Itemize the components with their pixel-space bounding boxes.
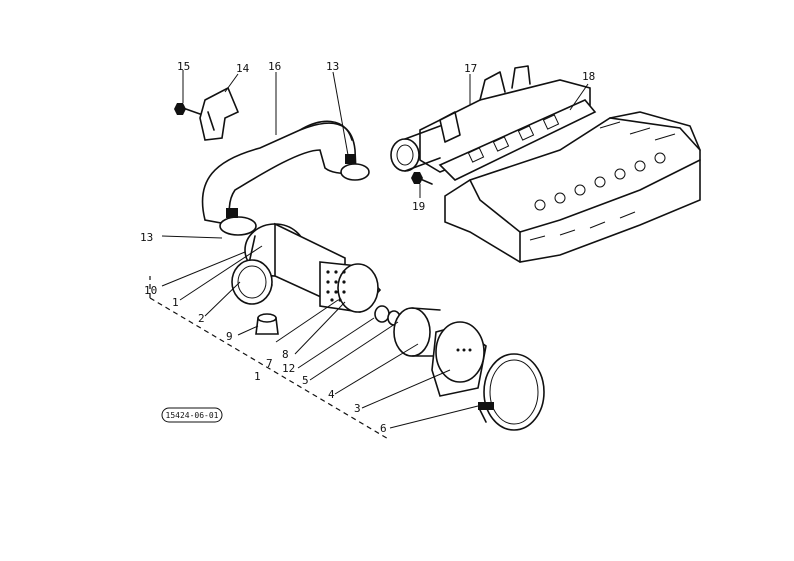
reference-badge: 15424-06-01	[161, 407, 223, 423]
label-19: 19	[412, 200, 425, 213]
label-12: 12	[282, 362, 295, 375]
label-14: 14	[236, 62, 250, 75]
air-intake-hose	[201, 120, 357, 227]
leader-lines	[161, 70, 589, 429]
mounting-bracket	[199, 86, 240, 141]
label-9: 9	[226, 330, 233, 343]
label-1-lower: 1	[254, 370, 261, 383]
assembly-outline	[149, 276, 391, 441]
label-16: 16	[268, 60, 281, 73]
label-7: 7	[266, 357, 273, 370]
label-1-upper: 1	[172, 296, 179, 309]
part-labels: 15 14 16 13 17 18 19 13 10 1 2 9 8 7 12 …	[140, 60, 595, 435]
label-6: 6	[380, 422, 387, 435]
reference-code: 15424-06-01	[166, 411, 219, 420]
label-13-lower: 13	[140, 231, 153, 244]
label-18: 18	[582, 70, 595, 83]
dust-cup	[393, 307, 441, 357]
manifold-gasket	[438, 99, 597, 181]
bolt-15	[174, 103, 201, 115]
label-3: 3	[354, 402, 361, 415]
filter-element	[319, 261, 382, 313]
bolt-19	[411, 172, 433, 185]
band-clamp	[478, 353, 545, 431]
intake-manifold	[390, 65, 591, 173]
valve-9	[255, 313, 279, 335]
label-15: 15	[177, 60, 190, 73]
label-4: 4	[328, 388, 335, 401]
label-2: 2	[198, 312, 205, 325]
hose-clamp-lower	[219, 208, 257, 236]
label-17: 17	[464, 62, 477, 75]
hose-clamp-upper	[340, 154, 370, 181]
label-5: 5	[302, 374, 309, 387]
label-10: 10	[144, 284, 157, 297]
engine-block	[444, 111, 701, 263]
label-8: 8	[282, 348, 289, 361]
end-cover	[431, 321, 487, 397]
label-13-upper: 13	[326, 60, 339, 73]
inlet-screen	[231, 259, 273, 305]
